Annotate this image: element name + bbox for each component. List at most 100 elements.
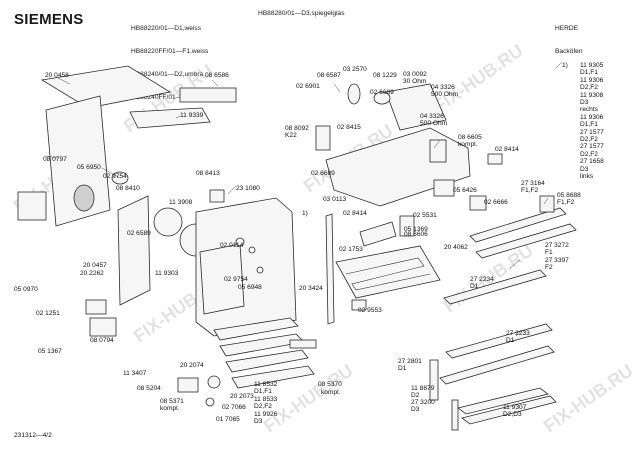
part-label: 11 9307: [503, 404, 527, 411]
part-label: 02 9553: [358, 307, 382, 314]
leader-line: [543, 197, 549, 205]
leader-line: [175, 115, 181, 119]
oven-light-opening: [73, 184, 95, 212]
part-label: 11 9303: [155, 270, 179, 277]
model-line: HB88220/01—D1,weiss: [131, 25, 202, 33]
part-label: 20 3424: [299, 285, 323, 292]
part-label: 02 9754: [224, 276, 248, 283]
leader-line: [333, 83, 341, 93]
model-line: HB88220FF/01—F1,weiss: [131, 47, 209, 55]
telescopic-rail: [475, 223, 577, 259]
part-label: 08 6606: [404, 231, 428, 238]
leader-line: [433, 139, 441, 149]
switch-unit: [433, 179, 455, 197]
variant-line: links: [580, 173, 594, 181]
model-line: HB88240FF/01—F2,umbra: [131, 93, 211, 101]
variant-line: D3: [580, 99, 589, 107]
model-list-left: HB88220/01—D1,weiss HB88220FF/01—F1,weis…: [131, 10, 211, 116]
thermostat-housing: [385, 83, 447, 131]
leader-line: [101, 167, 121, 179]
part-label: 11 8879: [411, 385, 435, 392]
oven-rail: [445, 323, 553, 359]
part-label: 08 1229: [373, 72, 397, 79]
leader-line: [515, 329, 523, 337]
part-label: 05 6948: [238, 284, 262, 291]
bracket-rail: [129, 107, 211, 129]
hinge-screw: [205, 397, 215, 407]
leader-line: [509, 259, 521, 269]
part-label: 500 Ohm: [420, 120, 448, 127]
part-label: 20 0457: [83, 262, 107, 269]
part-label: 03 2570: [343, 66, 367, 73]
contact-switch: [399, 215, 415, 237]
muffle-opening: [248, 246, 256, 254]
part-label: 11 8532: [254, 381, 278, 388]
part-label: 05 8688: [557, 192, 581, 199]
variant-line: 27 1658: [580, 158, 604, 166]
part-label: 02 6589: [127, 230, 151, 237]
rail-clip: [539, 195, 555, 213]
variant-line: D3: [580, 165, 589, 173]
part-label: 11 8533: [254, 396, 278, 403]
sensor-cap: [373, 91, 391, 105]
part-label: 08 5204: [137, 385, 161, 392]
part-label: 02 1251: [36, 310, 60, 317]
part-label: 27 3397: [545, 257, 569, 264]
top-cover-panel: [40, 65, 172, 109]
part-label: 27 2234: [470, 276, 494, 283]
variant-line: 11 9306: [580, 76, 604, 84]
oven-rail: [457, 387, 549, 415]
part-label: 05 1369: [404, 226, 428, 233]
side-panel: [45, 95, 111, 227]
oven-rail: [461, 395, 557, 425]
part-label: 05 6426: [453, 187, 477, 194]
hinge-part: [177, 377, 199, 393]
variant-line: 27 1577: [580, 128, 604, 136]
variant-line: D1,F1: [580, 69, 598, 77]
part-label: 20 0458: [45, 72, 69, 79]
brand-logo: SIEMENS: [14, 11, 84, 28]
part-label: 02 1753: [339, 246, 363, 253]
footnote-marker: 1): [302, 210, 308, 217]
catch-bracket: [289, 339, 317, 349]
part-label: 08 0794: [90, 337, 114, 344]
part-label: 20 2073: [230, 393, 254, 400]
footnote-marker: 1): [562, 62, 568, 69]
part-label: 500 Ohm: [431, 91, 459, 98]
part-label: 03 0092: [403, 71, 427, 78]
part-label: 23 1080: [236, 185, 260, 192]
variant-line: 11 9306: [580, 113, 604, 121]
part-label: 11 9926: [254, 411, 278, 418]
element-bracket: [351, 299, 367, 311]
part-label: 05 1367: [38, 348, 62, 355]
variant-line: 27 1577: [580, 143, 604, 151]
drawing-number: 231312—4/2: [14, 432, 52, 439]
variant-line: D2,F2: [580, 150, 598, 158]
part-label: 05 0970: [14, 286, 38, 293]
part-label: 02 6666: [484, 199, 508, 206]
part-label: 02 6689: [370, 89, 394, 96]
part-label: 20 2262: [80, 270, 104, 277]
part-label: 11 3407: [123, 370, 147, 377]
category-label: HERDE Backöfen: [555, 10, 583, 71]
part-label: kompl.: [458, 141, 478, 148]
part-label: 01 7065: [216, 416, 240, 423]
lock-part: [487, 153, 503, 165]
part-label: 27 3200: [411, 399, 435, 406]
part-label: 27 2801: [398, 358, 422, 365]
muffle-side-window: [199, 243, 245, 315]
variant-line: D2,F2: [580, 136, 598, 144]
leader-line: [45, 155, 59, 159]
part-label: 02 0114: [220, 242, 244, 249]
part-label: F1: [545, 249, 553, 256]
category-line: Backöfen: [555, 47, 583, 55]
leader-line: [555, 61, 563, 69]
part-label: F1,F2: [521, 187, 539, 194]
guide-rod: [325, 213, 335, 325]
part-label: 08 6587: [317, 72, 341, 79]
door-hinge: [85, 299, 107, 315]
relay-k22: [315, 125, 331, 151]
part-label: 04 3326: [420, 113, 444, 120]
rack-rail: [213, 317, 299, 341]
